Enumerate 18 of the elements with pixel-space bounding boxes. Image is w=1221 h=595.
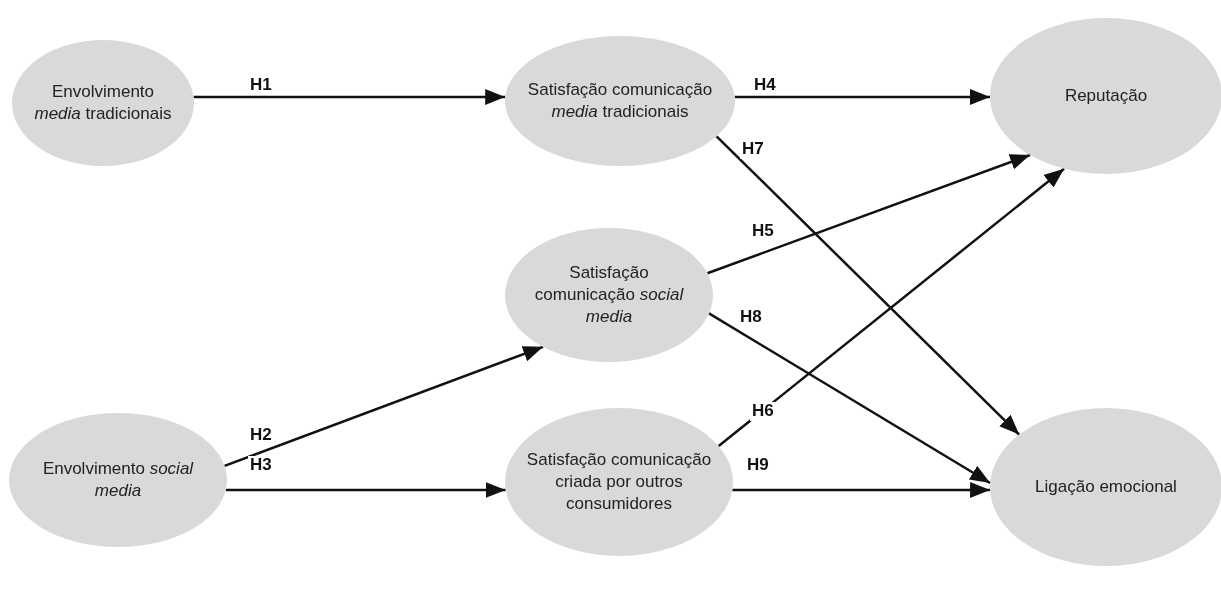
arrow: [225, 482, 506, 498]
construct-label: Satisfação comunicação media tradicionais: [526, 78, 714, 123]
construct-label: Envolvimento social media: [41, 457, 195, 502]
edge-label: H6: [750, 402, 776, 421]
construct-label: Satisfação comunicação criada por outros consumidores: [525, 448, 713, 516]
arrow: [717, 167, 1065, 448]
construct-label: Reputação: [1064, 84, 1148, 107]
construct-label: Envolvimento media tradicionais: [33, 80, 173, 125]
arrow: [734, 89, 990, 105]
arrow: [732, 482, 991, 498]
arrow: [708, 312, 991, 485]
construct-label: Satisfação comunicação social media: [533, 261, 685, 329]
arrow: [706, 153, 1031, 275]
arrow: [715, 135, 1021, 436]
arrow: [193, 89, 506, 105]
edge-label: H7: [740, 140, 766, 159]
construct-label: Ligação emocional: [1035, 475, 1177, 498]
arrow: [224, 345, 544, 467]
